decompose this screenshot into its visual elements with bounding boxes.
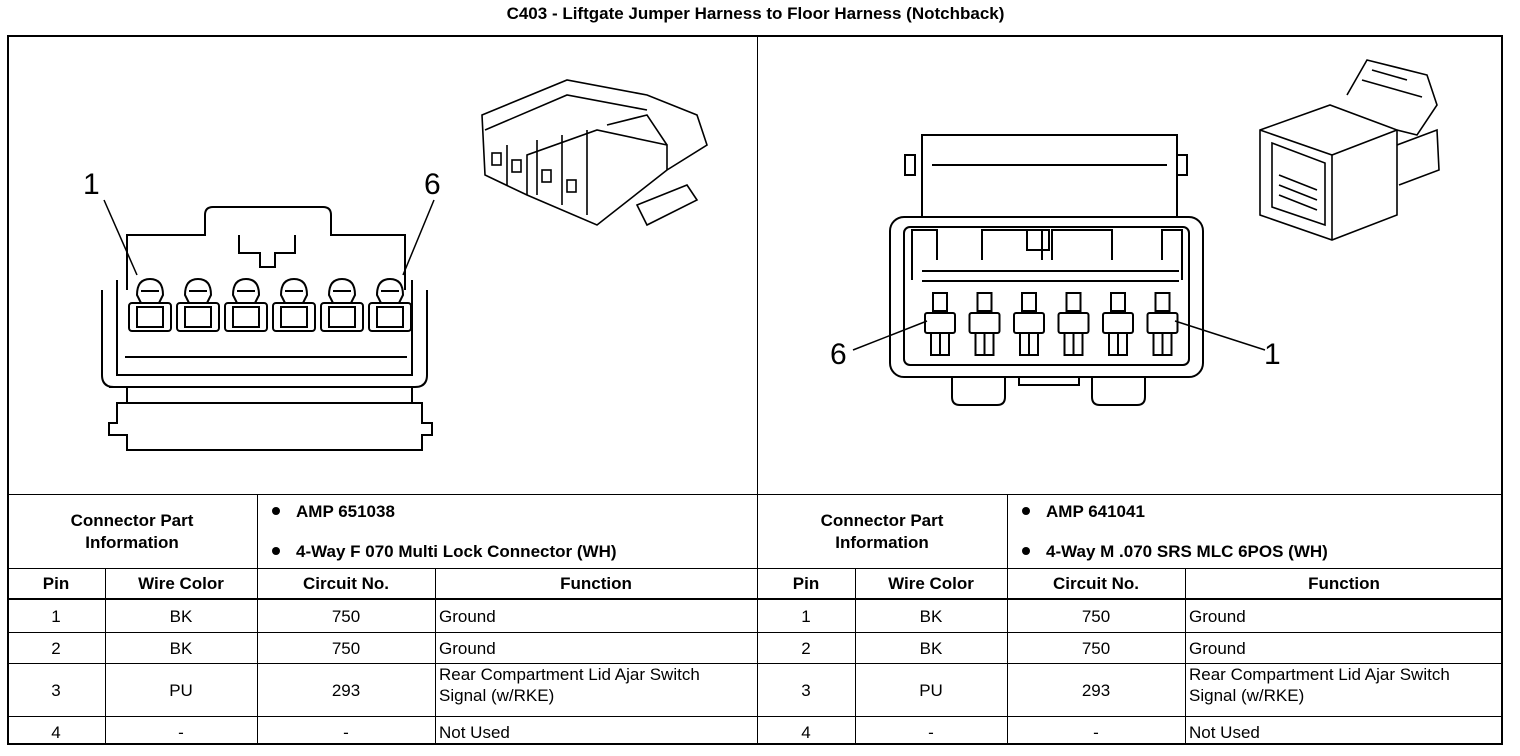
page-title: C403 - Liftgate Jumper Harness to Floor … [506,4,1005,23]
pin-leader-lines [103,199,1266,351]
terminal-pin [924,292,956,356]
bullet-icon [1022,506,1030,515]
table-cell-pin: 3 [801,680,811,700]
header-function: Function [1308,574,1380,593]
table-cell-circuit: 293 [1081,680,1111,700]
header-function: Function [560,574,632,593]
table-cell-pin: 4 [801,722,811,742]
right-terminal-pins [924,292,1179,356]
table-cell-function: Rear Compartment Lid Ajar Switch Signal … [1189,665,1450,705]
row-divider [7,632,1503,633]
right-connector-3d-view [1259,59,1440,241]
table-cell-function: Ground [439,638,496,658]
table-cell-wire: - [178,722,184,742]
terminal-pin [1102,292,1134,356]
bullet-icon [272,506,280,515]
column-divider [435,568,436,745]
table-cell-pin: 3 [51,680,61,700]
left-terminal-cavities [128,277,412,332]
row-divider [7,716,1503,717]
table-cell-pin: 1 [801,606,811,626]
table-cell-circuit: - [343,722,349,742]
header-top-border [7,568,1503,569]
diagram-frame [7,35,1503,745]
table-top-border [7,494,1503,495]
left-part-number: AMP 651038 [272,502,395,522]
table-cell-circuit: 750 [1081,638,1111,658]
left-pin-label-6: 6 [424,168,441,201]
table-cell-pin: 4 [51,722,61,742]
row-divider [7,663,1503,664]
left-connector-3d-view [481,79,708,227]
table-cell-pin: 2 [51,638,61,658]
terminal-cavity [368,277,412,332]
table-cell-function: Ground [1189,606,1246,626]
right-connector-face-drawing [889,134,1204,406]
table-cell-function: Ground [439,606,496,626]
terminal-cavity [272,277,316,332]
terminal-pin [1057,292,1090,356]
table-cell-function: Not Used [439,722,510,742]
header-circuit-no: Circuit No. [303,574,389,593]
header-circuit-no: Circuit No. [1053,574,1139,593]
column-divider [757,494,758,745]
terminal-pin [1013,292,1045,356]
table-cell-wire: BK [919,606,943,626]
left-part-description: 4-Way F 070 Multi Lock Connector (WH) [272,542,617,562]
right-pin-label-1: 1 [1264,338,1281,371]
table-cell-function: Rear Compartment Lid Ajar Switch Signal … [439,665,700,705]
left-part-info-label: Connector Part Information [70,511,194,552]
table-cell-function: Ground [1189,638,1246,658]
terminal-cavity [224,277,268,332]
table-cell-pin: 2 [801,638,811,658]
table-cell-wire: PU [169,680,193,700]
bullet-icon [1022,546,1030,555]
bullet-icon [272,546,280,555]
terminal-pin [1146,292,1179,356]
header-pin: Pin [792,574,820,593]
table-cell-circuit: 750 [331,638,361,658]
right-pin-label-6: 6 [830,338,847,371]
terminal-cavity [176,277,220,332]
column-divider [1185,568,1186,745]
right-part-info-label: Connector Part Information [820,511,944,552]
column-divider [855,568,856,745]
table-cell-circuit: 750 [331,606,361,626]
right-part-number: AMP 641041 [1022,502,1145,522]
terminal-cavity [128,277,172,332]
table-cell-wire: BK [919,638,943,658]
table-cell-wire: BK [169,606,193,626]
left-connector-face-drawing [101,206,433,451]
center-divider [757,35,758,568]
table-cell-wire: - [928,722,934,742]
column-divider [257,494,258,745]
table-cell-circuit: - [1093,722,1099,742]
header-pin: Pin [42,574,70,593]
table-cell-wire: PU [919,680,943,700]
column-divider [105,568,106,745]
header-wire-color: Wire Color [888,574,974,593]
header-wire-color: Wire Color [138,574,224,593]
column-divider [1007,494,1008,745]
table-cell-circuit: 293 [331,680,361,700]
table-cell-function: Not Used [1189,722,1260,742]
connector-drawings [101,59,1440,451]
table-cell-circuit: 750 [1081,606,1111,626]
right-part-description: 4-Way M .070 SRS MLC 6POS (WH) [1022,542,1328,562]
header-bottom-border [7,598,1503,600]
table-cell-wire: BK [169,638,193,658]
terminal-pin [968,292,1001,356]
left-pin-label-1: 1 [83,168,100,201]
table-cell-pin: 1 [51,606,61,626]
terminal-cavity [320,277,364,332]
